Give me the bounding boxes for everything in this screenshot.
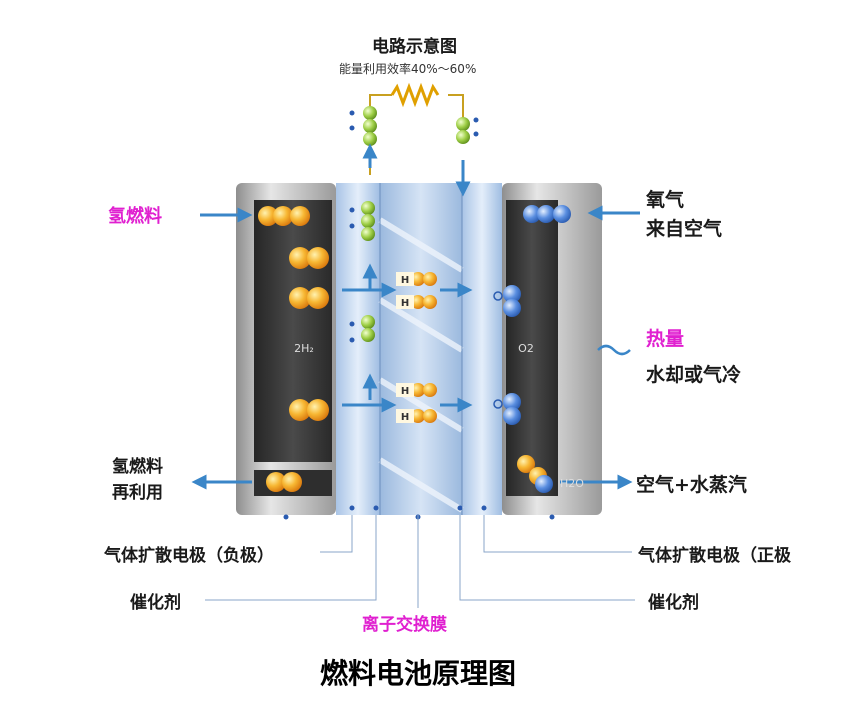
gde-positive-label: 气体扩散电极（正极 [638,546,791,566]
ion-label: H [401,275,409,286]
hydrogen-fuel-label: 氢燃料 [108,206,162,227]
charge-dots [283,110,555,520]
ion-label: H [401,386,409,397]
flow-arrows [191,143,640,490]
ion-exchange-membrane [378,183,464,515]
gde-positive-layer [462,183,502,515]
external-circuit [369,82,464,175]
negative-electrode [236,183,336,515]
hydrogen-ions: H H H H [396,272,437,423]
ion-label: H [401,298,409,309]
hydrogen-molecules [258,206,329,492]
positive-electrode [502,183,602,515]
catalyst-left-label: 催化剂 [130,593,181,613]
air-water-vapor-label: 空气+水蒸汽 [636,474,747,496]
chamber-right-label: O2 [518,342,534,355]
hydrogen-reuse-label-1: 氢燃料 [112,457,163,477]
diagram-caption: 燃料电池原理图 [320,657,517,690]
efficiency-note: 能量利用效率40%～60% [339,62,477,76]
electrons [361,106,470,342]
oxygen-molecules [493,205,571,493]
from-air-label: 来自空气 [646,218,723,240]
heat-label: 热量 [646,328,685,350]
leader-lines [205,515,635,608]
hydrogen-reuse-label-2: 再利用 [112,483,163,503]
oxygen-label: 氧气 [646,189,685,211]
membrane-label: 离子交换膜 [362,615,447,635]
heat-wave-icon [597,344,631,356]
resistor-icon [390,82,440,108]
chamber-left-label: 2H₂ [294,342,314,355]
cooling-label: 水却或气冷 [646,364,742,386]
catalyst-right-label: 催化剂 [648,593,699,613]
ion-label: H [401,412,409,423]
circuit-title: 电路示意图 [372,37,457,57]
water-product-label: H2O [560,477,584,490]
gde-negative-label: 气体扩散电极（负极） [104,546,274,566]
